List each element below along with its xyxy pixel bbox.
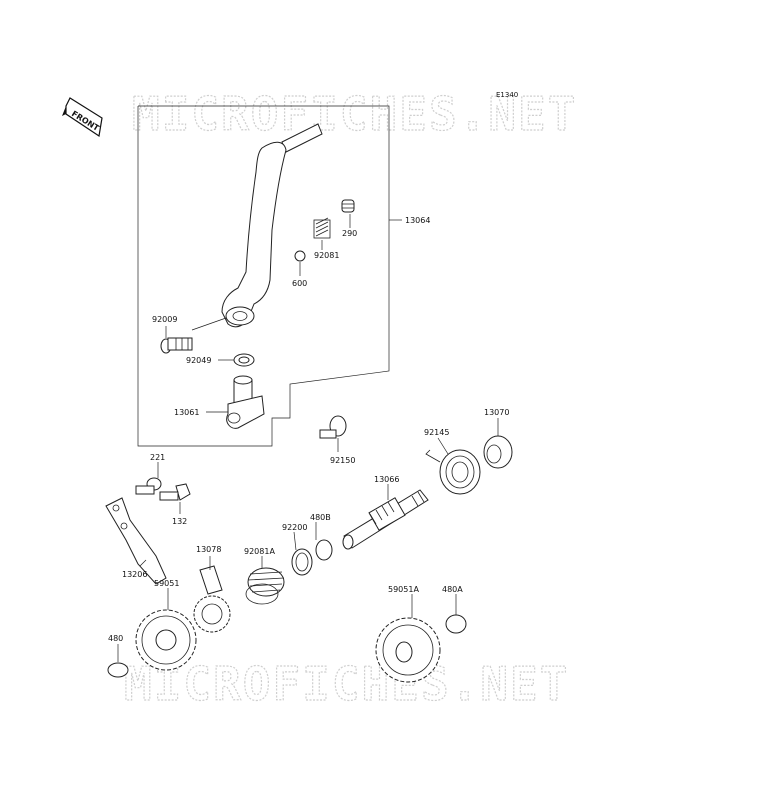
part-number-480: 480	[108, 634, 123, 643]
part-number-59051: 59051	[154, 579, 179, 588]
part-number-13061: 13061	[174, 408, 199, 417]
part-number-92145: 92145	[424, 428, 449, 437]
part-number-92081A: 92081A	[244, 547, 275, 556]
guide-13070-icon	[483, 435, 513, 469]
watermark-bottom: MICROFICHES.NET	[124, 657, 569, 711]
bolt-92150-icon	[319, 415, 347, 439]
part-number-92009: 92009	[152, 315, 177, 324]
leader-lines	[117, 214, 499, 662]
part-number-92150: 92150	[330, 456, 355, 465]
kick-lever-icon	[221, 123, 323, 328]
kick-shaft-13061-icon	[226, 375, 265, 429]
plunger-290-icon	[341, 199, 355, 213]
bolt-221-icon	[135, 477, 162, 495]
part-number-13078: 13078	[196, 545, 221, 554]
part-number-92049: 92049	[186, 356, 211, 365]
part-number-13066: 13066	[374, 475, 399, 484]
part-number-92200: 92200	[282, 523, 307, 532]
bolt-92009-icon	[160, 337, 193, 354]
part-number-600: 600	[292, 279, 307, 288]
gear-59051A-icon	[375, 617, 441, 683]
front-arrow-icon: FRONT	[62, 97, 103, 138]
part-number-132: 132	[172, 517, 187, 526]
part-number-13064: 13064	[405, 216, 430, 225]
spring-92081-icon	[313, 217, 331, 239]
part-number-290: 290	[342, 229, 357, 238]
part-number-480A: 480A	[442, 585, 463, 594]
part-number-480B: 480B	[310, 513, 331, 522]
part-number-13206: 13206	[122, 570, 147, 579]
gear-59051-icon	[135, 609, 197, 671]
watermark-top: MICROFICHES.NET	[132, 87, 577, 141]
kickstarter-shaft-13066-icon	[342, 489, 429, 550]
washer-92049-icon	[233, 353, 255, 367]
bolt-132-icon	[159, 483, 191, 501]
bracket-13206-icon	[105, 497, 167, 585]
spring-92081A-icon	[245, 567, 285, 605]
ratchet-13078-icon	[193, 565, 231, 633]
circlip-480-icon	[107, 662, 129, 678]
circlip-480B-icon	[315, 539, 333, 561]
part-number-221: 221	[150, 453, 165, 462]
spring-92145-icon	[425, 449, 481, 495]
ball-600-icon	[294, 250, 306, 262]
part-number-92081: 92081	[314, 251, 339, 260]
part-number-59051A: 59051A	[388, 585, 419, 594]
part-number-13070: 13070	[484, 408, 509, 417]
diagram-code: E1340	[496, 91, 518, 99]
assembly-outline	[137, 105, 390, 447]
circlip-480A-icon	[445, 614, 467, 634]
washer-92200-icon	[291, 548, 313, 576]
